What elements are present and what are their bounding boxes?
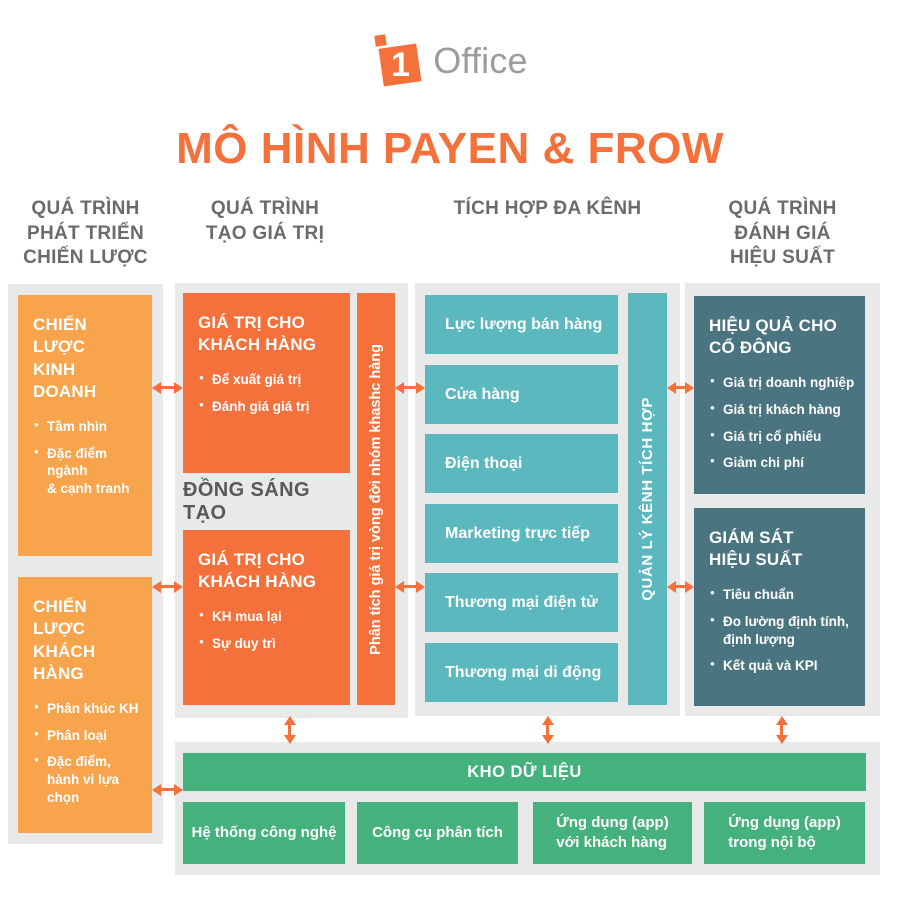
bullet-item: Giá trị cổ phiếu <box>710 428 857 446</box>
bullet-item: Phân khúc KH <box>34 700 144 718</box>
box-title: CHIẾN LƯỢC KHÁCH HÀNG <box>33 597 96 684</box>
arrow-col3-col4-bottom <box>675 585 686 588</box>
data-warehouse-bar: KHO DỮ LIỆU <box>183 753 866 791</box>
bullet-item: Sự duy trì <box>199 635 342 653</box>
bullet-list: Tầm nhìn Đặc điểm ngành & cạnh tranh <box>18 418 152 498</box>
co-creation-label: ĐỒNG SÁNG TẠO <box>183 478 310 524</box>
vertical-bar-integrated-channel-management: QUẢN LÝ KÊNH TÍCH HỢP <box>628 293 667 705</box>
bullet-item: Đặc điểm, hành vi lựa chọn <box>34 753 144 806</box>
bullet-list: Để xuất giá trị Đánh giá giá trị <box>183 371 350 416</box>
box-customer-apps: Ứng dụng (app) với khách hàng <box>533 802 692 864</box>
bullet-list: Phân khúc KH Phân loại Đặc điểm, hành vi… <box>18 700 152 807</box>
arrow-col2-col3-top <box>403 386 417 389</box>
logo-text: Office <box>433 40 528 81</box>
box-customer-value-top: GIÁ TRỊ CHO KHÁCH HÀNG Để xuất giá trị Đ… <box>183 293 350 473</box>
bullet-item: Để xuất giá trị <box>199 371 342 389</box>
vertical-bar-label: QUẢN LÝ KÊNH TÍCH HỢP <box>639 397 656 601</box>
arrow-col3-bottom-section <box>546 724 549 736</box>
box-customer-strategy: CHIẾN LƯỢC KHÁCH HÀNG Phân khúc KH Phân … <box>18 577 152 833</box>
bullet-list: Giá trị doanh nghiệp Giá trị khách hàng … <box>694 374 865 472</box>
vertical-bar-label: Phân tích giá trị vòng đời nhóm khashc h… <box>368 343 384 655</box>
logo-number: 1 <box>390 46 410 85</box>
arrow-col2-col3-bottom <box>403 585 417 588</box>
bullet-item: Đánh giá giá trị <box>199 398 342 416</box>
channel-ecommerce: Thương mại điện tử <box>425 573 618 632</box>
channel-sales-force: Lực lượng bán hàng <box>425 295 618 354</box>
bullet-item: Giảm chi phí <box>710 454 857 472</box>
box-title: CHIẾN LƯỢC KINH DOANH <box>33 315 97 402</box>
bullet-list: Tiêu chuẩn Đo lường định tính, định lượn… <box>694 586 865 675</box>
bullet-list: KH mua lại Sự duy trì <box>183 608 350 653</box>
box-title: GIÁM SÁT HIỆU SUẤT <box>709 528 803 570</box>
bullet-item: KH mua lại <box>199 608 342 626</box>
office-logo-icon: 1 <box>372 34 426 88</box>
bullet-item: Phân loại <box>34 727 144 745</box>
arrow-col2-bottom-section <box>288 724 291 736</box>
bullet-item: Đo lường định tính, định lượng <box>710 613 857 649</box>
box-title: HIỆU QUẢ CHO CỔ ĐÔNG <box>709 316 838 358</box>
arrow-col4-bottom-section <box>780 724 783 736</box>
bullet-item: Kết quả và KPI <box>710 657 857 675</box>
office-logo: 1 Office <box>0 34 900 88</box>
box-customer-value-bottom: GIÁ TRỊ CHO KHÁCH HÀNG KH mua lại Sự duy… <box>183 530 350 705</box>
column-header-performance-assessment: QUÁ TRÌNH ĐÁNH GIÁ HIỆU SUẤT <box>728 198 837 269</box>
box-performance-monitoring: GIÁM SÁT HIỆU SUẤT Tiêu chuẩn Đo lường đ… <box>694 508 865 706</box>
box-technology-system: Hệ thống công nghệ <box>183 802 345 864</box>
vertical-bar-lifetime-value-analysis: Phân tích giá trị vòng đời nhóm khashc h… <box>357 293 395 705</box>
logo-dot <box>374 34 387 47</box>
arrow-col1-datawarehouse <box>160 788 175 791</box>
arrow-col1-col2-top <box>160 386 175 389</box>
column-header-strategy-development: QUÁ TRÌNH PHÁT TRIỂN CHIẾN LƯỢC <box>23 198 148 269</box>
box-internal-apps: Ứng dụng (app) trong nội bộ <box>704 802 865 864</box>
bullet-item: Tiêu chuẩn <box>710 586 857 604</box>
arrow-col1-col2-bottom <box>160 585 175 588</box>
bullet-item: Đặc điểm ngành & cạnh tranh <box>34 445 144 498</box>
bullet-item: Giá trị doanh nghiệp <box>710 374 857 392</box>
bullet-item: Giá trị khách hàng <box>710 401 857 419</box>
box-title: GIÁ TRỊ CHO KHÁCH HÀNG <box>198 550 317 592</box>
channel-direct-marketing: Marketing trực tiếp <box>425 504 618 563</box>
box-business-strategy: CHIẾN LƯỢC KINH DOANH Tầm nhìn Đặc điểm … <box>18 295 152 556</box>
channel-telephone: Điện thoại <box>425 434 618 493</box>
box-shareholder-results: HIỆU QUẢ CHO CỔ ĐÔNG Giá trị doanh nghiệ… <box>694 296 865 494</box>
arrow-col3-col4-top <box>675 386 686 389</box>
page-title: MÔ HÌNH PAYEN & FROW <box>176 124 724 173</box>
column-header-multichannel-integration: TÍCH HỢP ĐA KÊNH <box>453 198 642 219</box>
logo-square: 1 <box>378 43 422 87</box>
channel-mcommerce: Thương mại di động <box>425 643 618 702</box>
box-title: GIÁ TRỊ CHO KHÁCH HÀNG <box>198 313 317 355</box>
box-analysis-tools: Công cụ phân tích <box>357 802 518 864</box>
channel-stores: Cửa hàng <box>425 365 618 424</box>
column-header-value-creation: QUÁ TRÌNH TẠO GIÁ TRỊ <box>205 198 325 244</box>
bullet-item: Tầm nhìn <box>34 418 144 436</box>
